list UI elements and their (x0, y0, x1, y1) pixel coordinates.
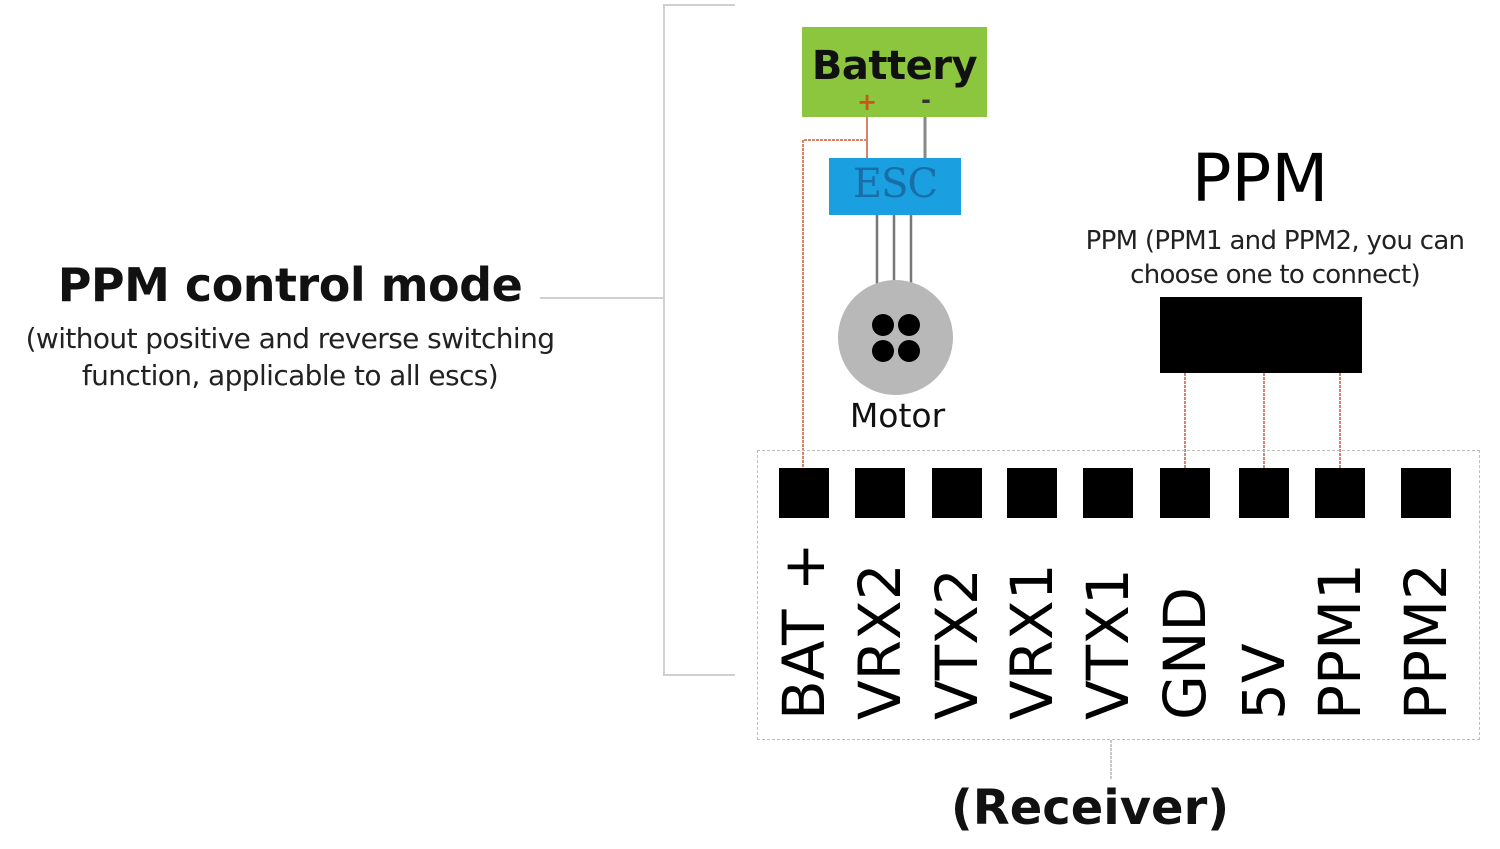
esc-block (829, 158, 961, 215)
ppm-connector-block (1160, 297, 1362, 373)
pin-label-vtx1: VTX1 (1068, 530, 1148, 720)
mode-title: PPM control mode (57, 258, 523, 312)
pin-label-gnd: GND (1145, 530, 1225, 720)
pin-label-text: GND (1151, 587, 1219, 720)
pin-label-text: VTX2 (923, 568, 991, 720)
battery-label: Battery (811, 43, 978, 89)
pin-label-5v: 5V (1224, 530, 1304, 720)
esc-label: ESC (852, 161, 938, 207)
battery-plus-terminal: + (857, 88, 878, 116)
pin-label-ppm2: PPM2 (1386, 530, 1466, 720)
group-bracket (663, 4, 735, 676)
ppm-title: PPM (1191, 140, 1329, 217)
pin-vrx2 (855, 468, 905, 518)
motor-dot (872, 340, 894, 362)
mode-subtitle-line-1: (without positive and reverse switching (25, 322, 555, 355)
ppm-description-line-2: choose one to connect) (1130, 260, 1420, 290)
pin-ppm1 (1315, 468, 1365, 518)
pin-label-bat-plus: BAT + (764, 530, 844, 720)
mode-subtitle: (without positive and reverse switching … (0, 320, 580, 394)
motor-label: Motor (849, 396, 946, 435)
pin-vtx2 (932, 468, 982, 518)
pin-label-vrx1: VRX1 (992, 530, 1072, 720)
mode-subtitle-line-2: function, applicable to all escs) (81, 359, 499, 392)
receiver-board (757, 450, 1480, 740)
pin-label-text: VRX2 (846, 563, 914, 720)
pin-label-text: VRX1 (998, 563, 1066, 720)
motor-icon (838, 280, 953, 395)
pin-vrx1 (1007, 468, 1057, 518)
wire-battery-plus-bat-pin (802, 139, 867, 470)
pin-label-text: PPM1 (1306, 563, 1374, 720)
ppm-description-line-1: PPM (PPM1 and PPM2, you can (1085, 226, 1465, 256)
pin-vtx1 (1083, 468, 1133, 518)
pin-label-text: BAT + (770, 542, 838, 720)
pin-label-text: PPM2 (1392, 563, 1460, 720)
motor-dot (872, 314, 894, 336)
pin-bat-plus (779, 468, 829, 518)
pin-label-vrx2: VRX2 (840, 530, 920, 720)
pin-label-text: 5V (1230, 643, 1298, 720)
pin-5v (1239, 468, 1289, 518)
motor-dot (898, 314, 920, 336)
pin-gnd (1160, 468, 1210, 518)
pin-ppm2 (1401, 468, 1451, 518)
pin-label-ppm1: PPM1 (1300, 530, 1380, 720)
motor-dot (898, 340, 920, 362)
ppm-description: PPM (PPM1 and PPM2, you can choose one t… (1040, 224, 1500, 292)
pin-label-text: VTX1 (1074, 568, 1142, 720)
pin-label-vtx2: VTX2 (917, 530, 997, 720)
receiver-label: (Receiver) (950, 780, 1230, 836)
battery-minus-terminal: - (921, 86, 931, 114)
battery-block (802, 27, 987, 117)
